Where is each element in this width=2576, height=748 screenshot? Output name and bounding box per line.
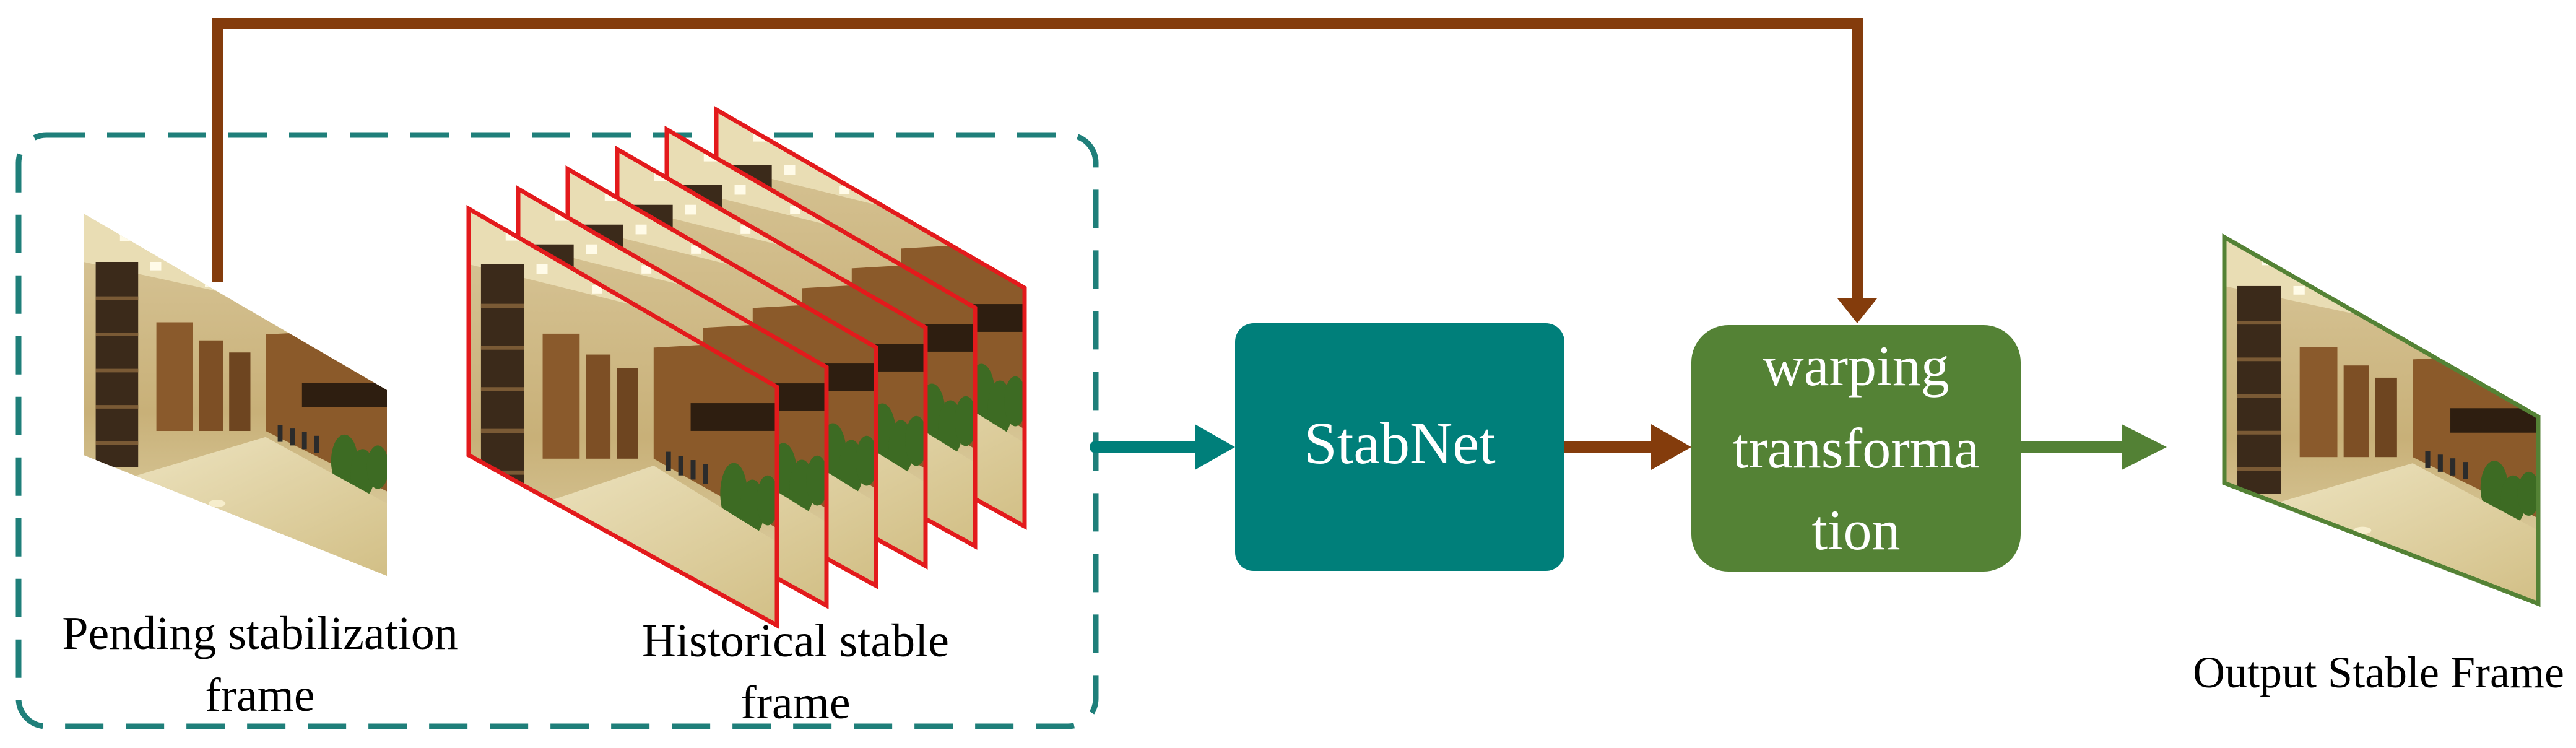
pending-frame-label-line-2: frame	[205, 669, 314, 721]
historical-frame-label-line-1: Historical stable	[642, 615, 949, 667]
pending-frame-image	[77, 214, 389, 576]
output-frame-image	[2222, 233, 2541, 607]
stabnet-to-warping-arrow	[1564, 424, 1691, 470]
pending-frame-label-line-1: Pending stabilization	[62, 607, 458, 659]
stabnet-label: StabNet	[1304, 410, 1496, 476]
historical-frame-label-line-2: frame	[740, 677, 850, 729]
warping-label-line-3: tion	[1811, 498, 1900, 562]
output-frame-label: Output Stable Frame	[2193, 648, 2564, 697]
warping-to-output-arrow	[2021, 424, 2167, 470]
warping-label-line-2: transforma	[1733, 417, 1980, 480]
historical-frame	[466, 204, 779, 629]
stabnet-node: StabNet	[1235, 323, 1564, 571]
warping-label-line-1: warping	[1763, 334, 1949, 398]
input-to-stabnet-arrow	[1090, 424, 1235, 470]
input-group-box	[15, 132, 1099, 729]
warping-transformation-node: warping transforma tion	[1691, 325, 2021, 572]
skip-connection-arrow	[212, 18, 1877, 323]
historical-frame-stack	[466, 105, 1027, 629]
